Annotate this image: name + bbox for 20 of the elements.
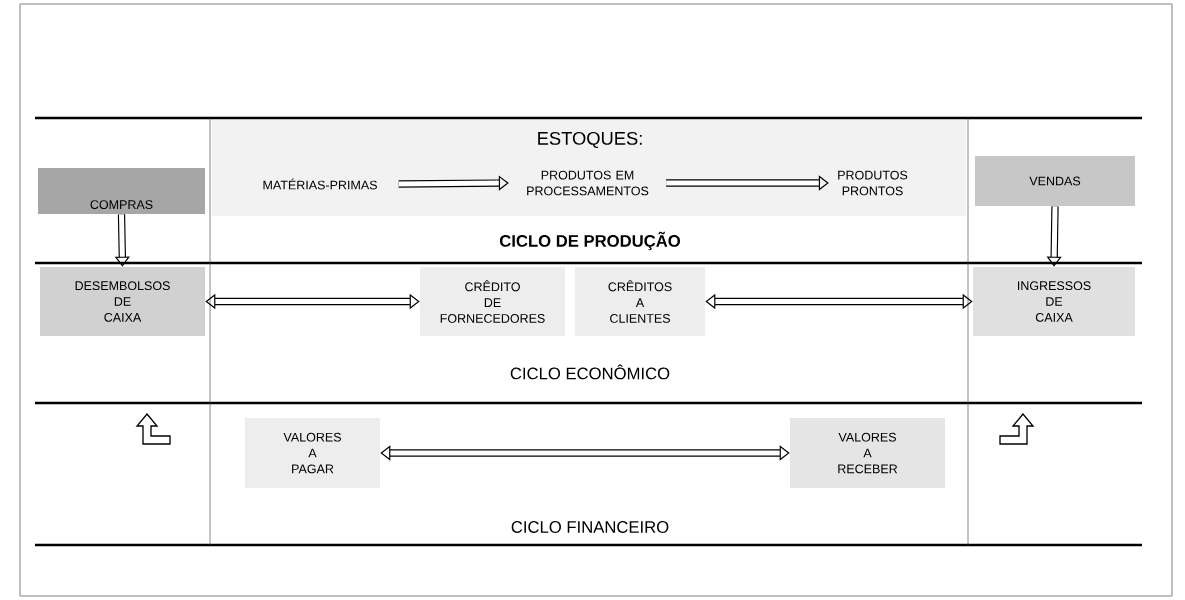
block-arrow — [380, 445, 790, 461]
shaded-box: COMPRAS — [38, 168, 205, 214]
stage-label: PRODUTOS PRONTOS — [838, 170, 908, 196]
shaded-box: VALORES A PAGAR — [245, 418, 380, 488]
cycle-title: CICLO ECONÔMICO — [510, 364, 670, 380]
shaded-box: INGRESSOS DE CAIXA — [973, 267, 1135, 336]
stage-label: MATÉRIAS-PRIMAS — [263, 178, 377, 190]
shaded-box: CRÊDITO DE FORNECEDORES — [420, 267, 565, 336]
block-arrow — [705, 293, 973, 310]
shaded-box: VALORES A RECEBER — [790, 418, 945, 488]
shaded-box: CRÊDITOS A CLIENTES — [575, 267, 705, 336]
cycle-title: CICLO DE PRODUÇÃO — [499, 231, 680, 251]
block-arrow — [205, 293, 420, 310]
stage-label: PRODUTOS EM PROCESSAMENTOS — [527, 170, 649, 196]
block-arrow — [398, 175, 509, 191]
block-arrow — [666, 175, 829, 191]
heading: ESTOQUES: — [538, 131, 642, 149]
shaded-box: DESEMBOLSOS DE CAIXA — [40, 267, 205, 336]
cycle-title: CICLO FINANCEIRO — [511, 521, 669, 533]
shaded-box: VENDAS — [975, 156, 1135, 206]
